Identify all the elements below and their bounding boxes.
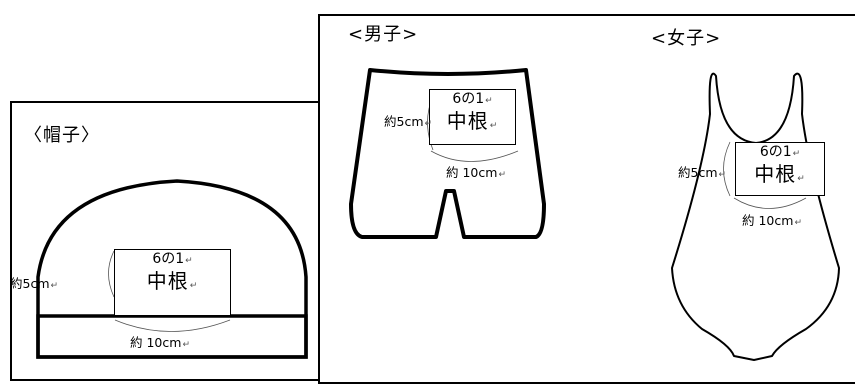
girls-height-bracket — [723, 141, 731, 197]
hat-title: 〈帽子〉 — [24, 125, 100, 146]
boys-height-dimension: 約5cm↵ — [384, 111, 432, 130]
hat-width-bracket — [114, 319, 231, 332]
return-mark: ↵ — [50, 281, 59, 291]
boys-width-dimension: 約 10cm↵ — [446, 162, 506, 181]
girls-title: <女子> — [651, 28, 722, 49]
hat-drawing — [36, 179, 308, 359]
return-mark: ↵ — [189, 281, 199, 291]
hat-panel: 〈帽子〉 6の1↵ 中根↵ 約5cm↵ 約 10cm↵ — [10, 101, 322, 381]
return-mark: ↵ — [794, 218, 802, 228]
hat-height-label: 約5cm — [10, 276, 50, 291]
girls-height-label: 約5cm — [678, 165, 718, 180]
girls-name-card: 6の1↵ 中根↵ — [735, 142, 825, 196]
hat-dome — [36, 179, 308, 359]
boys-width-label: 約 10cm — [446, 165, 498, 180]
boys-trunks — [349, 68, 546, 239]
swimsuit-drawing — [349, 68, 840, 361]
boys-name-card: 6の1↵ 中根↵ — [429, 89, 516, 145]
return-mark: ↵ — [498, 170, 506, 180]
girls-height-dimension: 約5cm↵ — [678, 162, 726, 181]
hat-brim — [36, 314, 308, 359]
hat-height-bracket — [108, 250, 115, 298]
return-mark: ↵ — [182, 340, 190, 350]
return-mark: ↵ — [718, 170, 727, 180]
girls-card-name: 中根 — [754, 162, 797, 186]
return-mark: ↵ — [185, 256, 193, 266]
return-mark: ↵ — [792, 149, 801, 159]
hat-width-label: 約 10cm — [130, 335, 182, 350]
hat-card-name: 中根 — [146, 269, 189, 293]
boys-card-class: 6の1 — [452, 91, 485, 107]
return-mark: ↵ — [489, 121, 499, 131]
hat-card-class: 6の1 — [152, 251, 185, 267]
return-mark: ↵ — [485, 96, 493, 106]
hat-width-dimension: 約 10cm↵ — [130, 332, 190, 351]
girls-swimsuit — [671, 72, 840, 361]
girls-width-label: 約 10cm — [742, 213, 794, 228]
girls-card-class: 6の1 — [759, 144, 792, 160]
return-mark: ↵ — [797, 174, 806, 184]
boys-height-label: 約5cm — [384, 114, 424, 129]
boys-width-bracket — [430, 150, 519, 162]
swimsuit-panel: <男子> <女子> 6の1↵ 中根↵ 約5cm↵ 約 10cm↵ 6の1↵ 中根… — [318, 14, 855, 384]
girls-width-bracket — [733, 197, 807, 209]
hat-name-card: 6の1↵ 中根↵ — [114, 249, 231, 316]
girls-width-dimension: 約 10cm↵ — [742, 210, 802, 229]
boys-title: <男子> — [348, 24, 419, 45]
boys-card-name: 中根 — [446, 109, 489, 133]
hat-height-dimension: 約5cm↵ — [10, 273, 58, 292]
return-mark: ↵ — [424, 119, 433, 129]
